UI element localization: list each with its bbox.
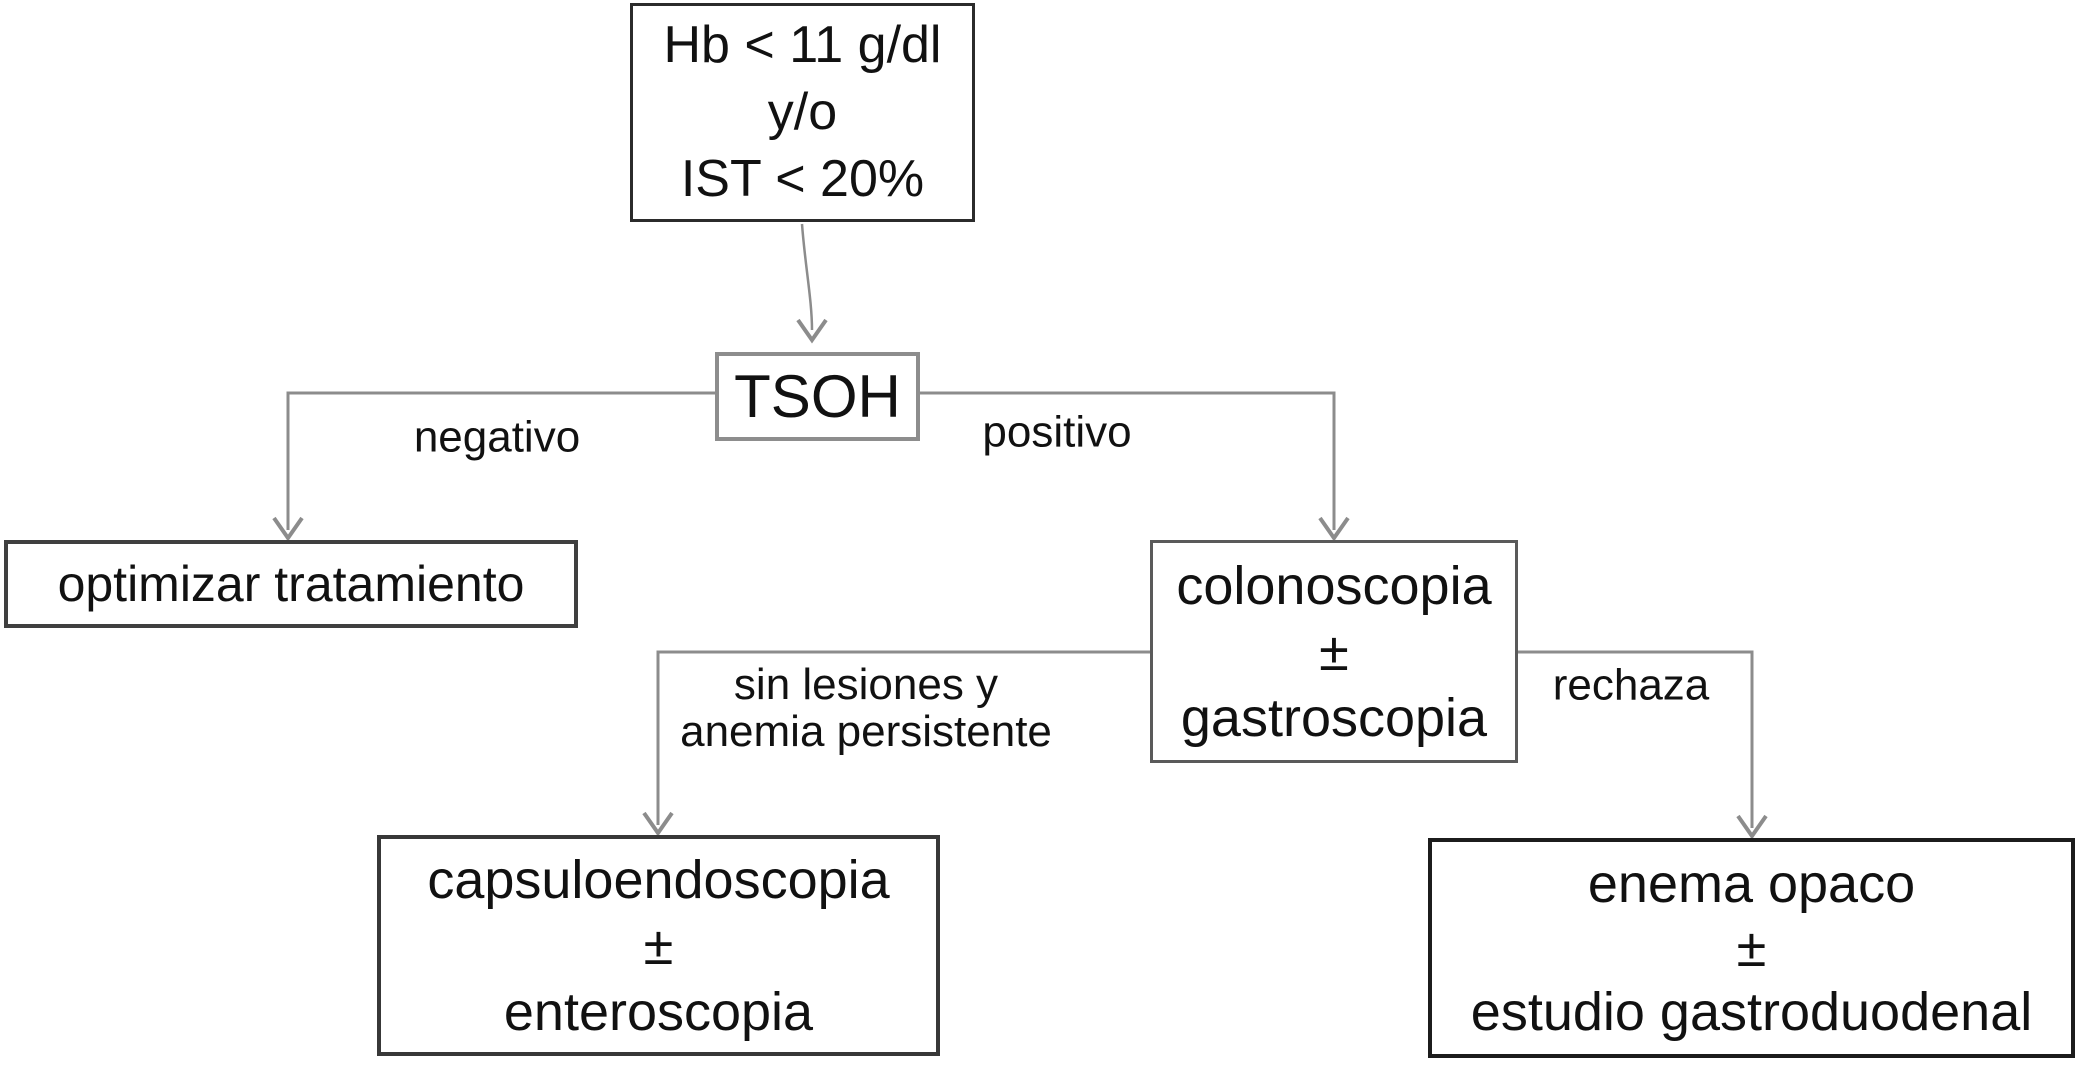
edge-label-rechaza: rechaza	[1552, 660, 1710, 710]
node-tsoh: TSOH	[715, 352, 920, 441]
arrowhead-down-icon	[272, 516, 304, 542]
arrowhead-down-icon	[796, 318, 828, 344]
edge-colonoscopia-sin-lesiones	[642, 650, 1150, 837]
arrowhead-down-icon	[1318, 516, 1350, 542]
arrowhead-down-icon	[642, 811, 674, 837]
edge-tsoh-negativo	[272, 391, 715, 542]
arrowhead-down-icon	[1736, 814, 1768, 840]
edge-tsoh-positivo	[920, 391, 1350, 542]
node-optimizar-tratamiento: optimizar tratamiento	[4, 540, 578, 628]
node-capsuloendoscopia-enteroscopia: capsuloendoscopia ± enteroscopia	[377, 835, 940, 1056]
node-colonoscopia-gastroscopia: colonoscopia ± gastroscopia	[1150, 540, 1518, 763]
edge-colonoscopia-rechaza	[1518, 650, 1768, 840]
edge-hb-to-tsoh	[796, 223, 828, 344]
node-hb-ist-criteria: Hb < 11 g/dl y/o IST < 20%	[630, 3, 975, 222]
node-enema-opaco-gastroduodenal: enema opaco ± estudio gastroduodenal	[1428, 838, 2075, 1058]
edge-label-sin-lesiones-anemia-persistente: sin lesiones y anemia persistente	[680, 660, 1052, 756]
edge-label-negativo: negativo	[413, 412, 581, 462]
edge-label-positivo: positivo	[982, 407, 1132, 457]
